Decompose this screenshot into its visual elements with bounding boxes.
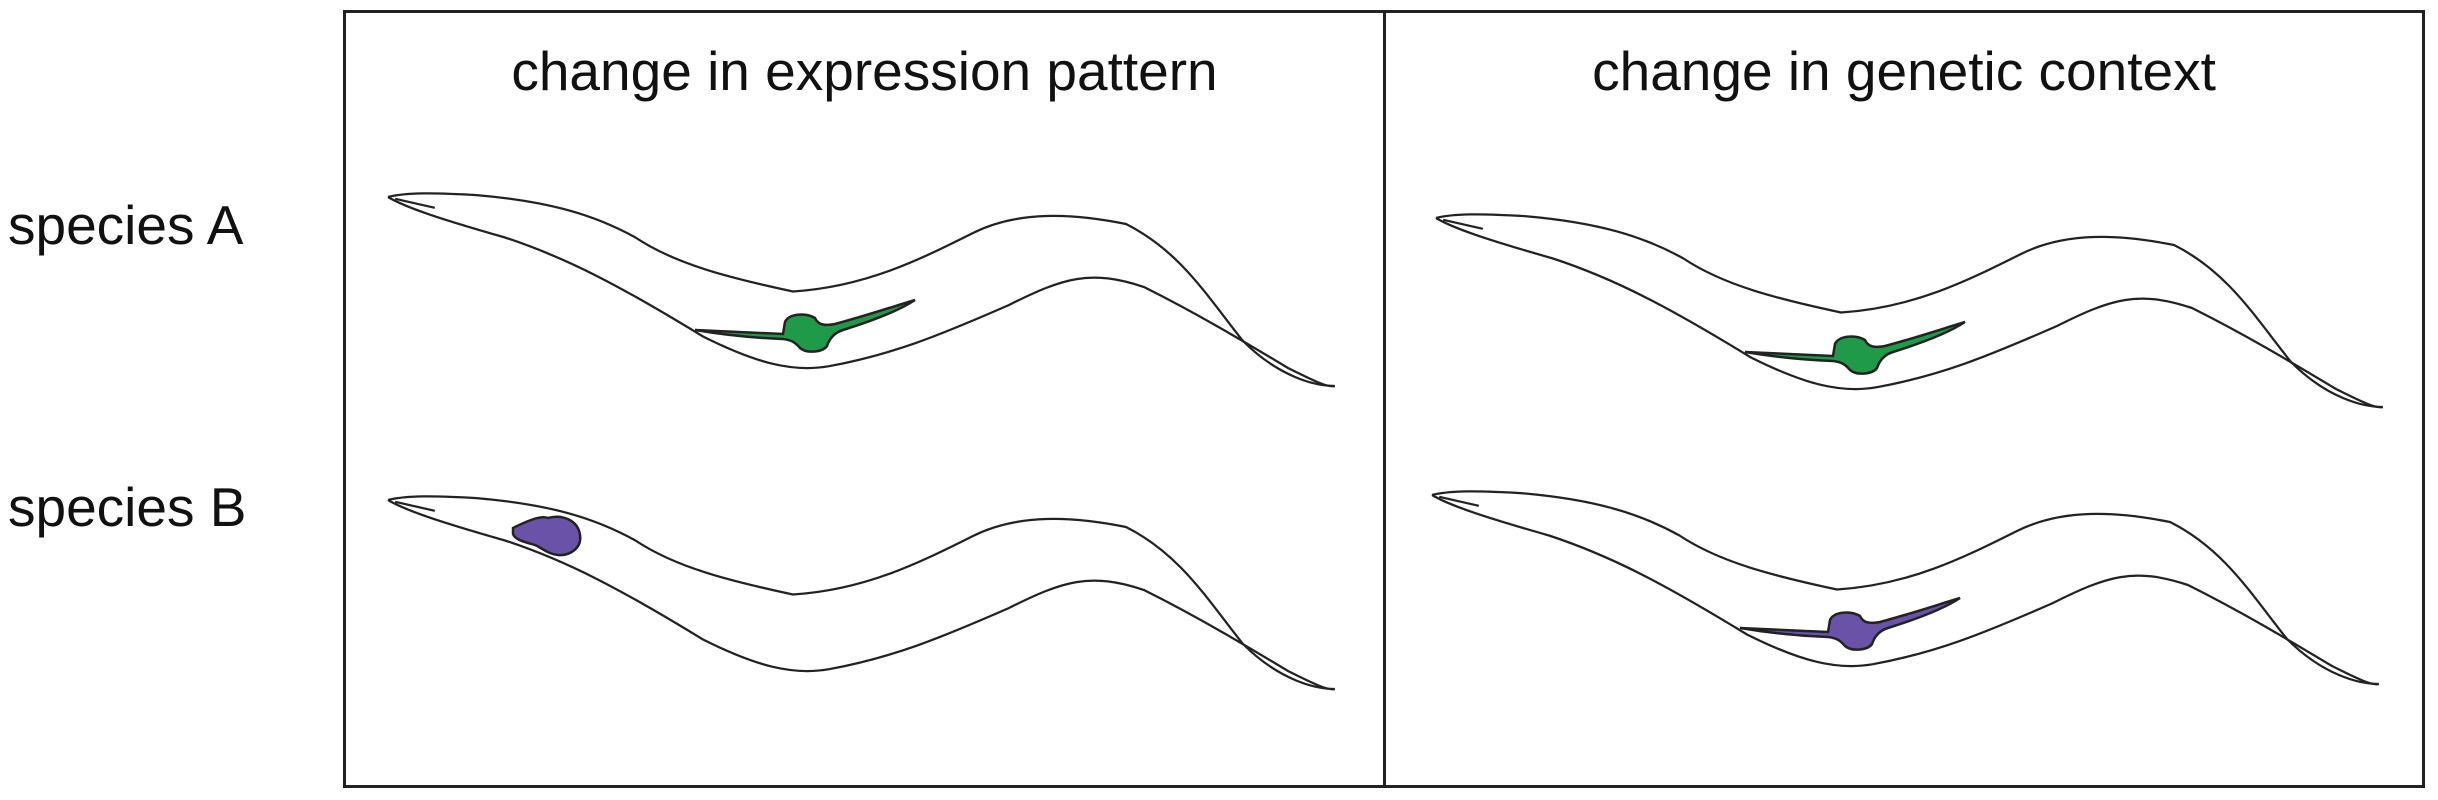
worm-right-species-a — [1434, 213, 2384, 409]
worm-left-species-a — [386, 192, 1336, 388]
row-label-species-b: species B — [8, 476, 247, 538]
cell-right-species-a-green — [1743, 320, 1967, 375]
panel-genetic-context: change in genetic context — [1383, 10, 2425, 788]
row-label-species-a: species A — [8, 194, 244, 256]
panel-title-expression-pattern: change in expression pattern — [511, 40, 1218, 102]
panel-title-genetic-context: change in genetic context — [1592, 40, 2216, 102]
cell-left-species-a-green — [693, 298, 917, 353]
cell-right-species-b-purple — [1738, 596, 1962, 651]
worm-right-species-b — [1430, 490, 2380, 686]
cell-left-species-b-purple — [511, 515, 582, 557]
